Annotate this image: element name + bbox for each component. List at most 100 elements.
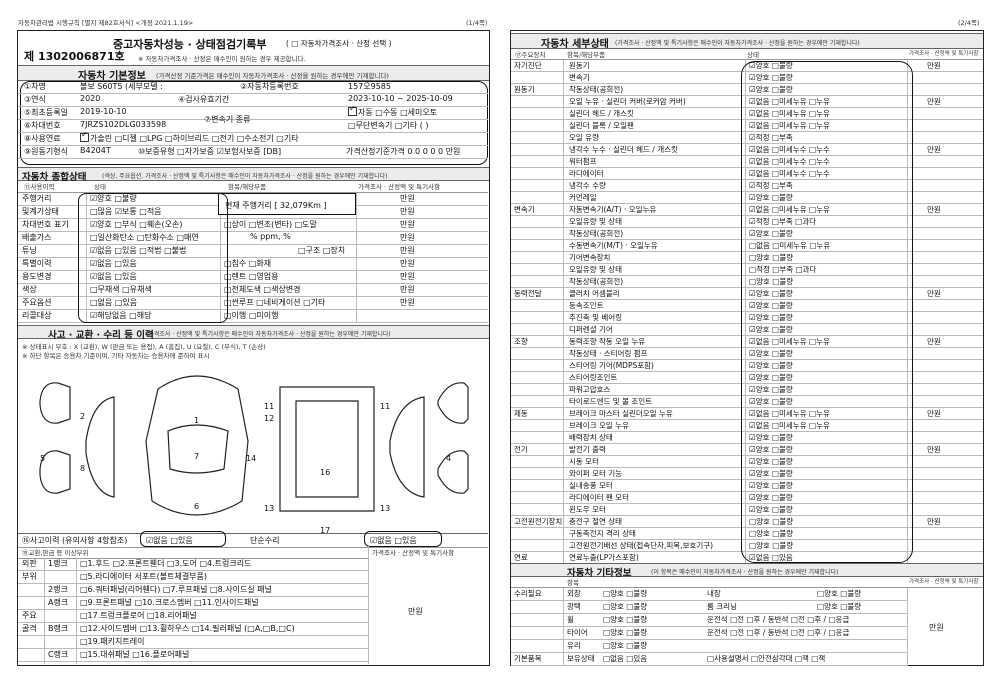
detail-item: 발전기 출력 bbox=[569, 445, 606, 454]
detail-status[interactable]: ☑양호 □불량 bbox=[749, 385, 793, 394]
detail-status[interactable]: ☑없음 □미세누유 □누유 bbox=[749, 409, 830, 418]
price-survey-option[interactable]: ( □ 자동차가격조사 · 산정 선택 ) bbox=[286, 39, 392, 48]
detail-status[interactable]: ☑없음 □있음 bbox=[749, 553, 793, 562]
detail-status[interactable]: ☑양호 □불량 bbox=[749, 493, 793, 502]
detail-status[interactable]: ☑양호 □불량 bbox=[749, 505, 793, 514]
other-cell-2[interactable]: □양호 □불량 bbox=[603, 615, 648, 624]
value-engine-type: B4204T bbox=[80, 146, 111, 155]
detail-status[interactable]: ☑없음 □미세누수 □누수 bbox=[749, 157, 830, 166]
detail-status[interactable]: ☑없음 □미세누수 □누수 bbox=[749, 145, 830, 154]
detail-item: 와이퍼 모터 기능 bbox=[569, 469, 623, 478]
accident-history-value[interactable]: ☑없음 □있음 bbox=[146, 536, 193, 545]
other-col-price: 가격조사 · 산정액 및 특기사항 bbox=[909, 579, 979, 585]
detail-status[interactable]: ☑없음 □미세누유 □누유 bbox=[749, 205, 830, 214]
detail-status[interactable]: ☑적정 □부족 bbox=[749, 133, 793, 142]
value-fuel: 가솔린 □디젤 □LPG □하이브리드 □전기 □수소전기 □기타 bbox=[80, 130, 299, 144]
detail-item: 오일 누유 · 실린더 커버(로커암 커버) bbox=[569, 97, 686, 106]
row-gauge-label: 및계기상태 bbox=[22, 207, 59, 216]
row-odometer-price: 만원 bbox=[400, 194, 415, 203]
detail-item: 자동변속기(A/T) · 오일누유 bbox=[569, 205, 657, 214]
detail-status[interactable]: ☑없음 □미세누유 □누유 bbox=[749, 337, 830, 346]
detail-status[interactable]: ☑양호 □불량 bbox=[749, 457, 793, 466]
rank-a-items-2: □17.트렁크플로어 □18.리어패널 bbox=[80, 611, 197, 620]
other-cell-2[interactable]: □없음 □있음 bbox=[603, 654, 648, 663]
detail-status[interactable]: ☑적정 □부족 bbox=[749, 181, 793, 190]
detail-status[interactable]: ☑양호 □불량 bbox=[749, 445, 793, 454]
other-cell-4[interactable]: □양호 □불량 bbox=[817, 589, 862, 598]
detail-status[interactable]: ☑없음 □미세누유 □누유 bbox=[749, 421, 830, 430]
detail-row: 타이로드엔드 및 볼 조인트☑양호 □불량 bbox=[511, 396, 983, 408]
checkbox-auto[interactable] bbox=[348, 104, 357, 116]
detail-item: 냉각수 수량 bbox=[569, 181, 606, 190]
detail-item: 작동상태(공회전) bbox=[569, 85, 624, 94]
detail-status[interactable]: ☑양호 □불량 bbox=[749, 61, 793, 70]
other-cell-2[interactable]: □양호 □불량 bbox=[603, 589, 648, 598]
other-cell-4[interactable]: □양호 □불량 bbox=[817, 602, 862, 611]
rank-b-items-2: □19.패키지트레이 bbox=[80, 637, 145, 646]
rank-c-items: □15.대쉬패널 □16.플로어패널 bbox=[80, 650, 190, 659]
detail-row: 오일 유량☑적정 □부족 bbox=[511, 132, 983, 144]
detail-price-won: 만원 bbox=[927, 289, 941, 298]
detail-status[interactable]: ☑양호 □불량 bbox=[749, 289, 793, 298]
label-fuel: ⑧사용연료 bbox=[24, 134, 61, 143]
detail-status[interactable]: ☑양호 □불량 bbox=[749, 433, 793, 442]
detail-status[interactable]: ☑적정 □부족 □과다 bbox=[749, 217, 817, 226]
detail-status[interactable]: ☑양호 □불량 bbox=[749, 373, 793, 382]
row-odometer-status: ☑양호 □불량 bbox=[90, 194, 137, 203]
detail-item: 시동 모터 bbox=[569, 457, 599, 466]
detail-price-won: 만원 bbox=[927, 145, 941, 154]
detail-status[interactable]: ☑양호 □불량 bbox=[749, 325, 793, 334]
simple-repair-value[interactable]: ☑없음 □있음 bbox=[370, 536, 417, 545]
detail-status[interactable]: □적정 □부족 □과다 bbox=[749, 265, 817, 274]
overall-note: (색상, 주요옵션, 가격조사 · 산정액 및 특기사항은 매수인이 자동차가격… bbox=[102, 173, 388, 180]
detail-status[interactable]: □양호 □불량 bbox=[749, 277, 794, 286]
col-usage-history: ⑪사용이력 bbox=[24, 183, 55, 191]
detail-device: 동력전달 bbox=[514, 289, 542, 298]
row-color-price: 만원 bbox=[400, 285, 415, 294]
other-cell-2[interactable]: □양호 □불량 bbox=[603, 628, 648, 637]
detail-status[interactable]: ☑양호 □불량 bbox=[749, 481, 793, 490]
rank-b: B랭크 bbox=[48, 624, 69, 633]
rank-1: 1랭크 bbox=[48, 559, 68, 568]
detail-status[interactable]: ☑양호 □불량 bbox=[749, 229, 793, 238]
other-cell-3: 내장 bbox=[707, 589, 721, 598]
detail-note: (가격조사 · 산정액 및 특기사항은 매수인이 자동차가격조사 · 산정을 원… bbox=[615, 40, 860, 47]
detail-item: 실린더 블록 / 오일팬 bbox=[569, 121, 634, 130]
detail-status[interactable]: ☑양호 □불량 bbox=[749, 85, 793, 94]
detail-status[interactable]: □양호 □불량 bbox=[749, 517, 794, 526]
detail-status[interactable]: ☑양호 □불량 bbox=[749, 313, 793, 322]
row-option-price: 만원 bbox=[400, 298, 415, 307]
detail-status[interactable]: ☑없음 □미세누유 □누유 bbox=[749, 121, 830, 130]
checkbox-gasoline[interactable] bbox=[80, 130, 89, 142]
row-tuning-label: 튜닝 bbox=[22, 246, 37, 255]
other-cell-1: 타이어 bbox=[567, 628, 588, 637]
detail-row: 라디에이터☑없음 □미세누수 □누수 bbox=[511, 168, 983, 180]
detail-status[interactable]: ☑없음 □미세누수 □누수 bbox=[749, 169, 830, 178]
row-emission-parts: % ppm, % bbox=[250, 232, 291, 241]
other-cell-2[interactable]: □양호 □불량 bbox=[603, 602, 648, 611]
other-cell-2[interactable]: □양호 □불량 bbox=[603, 641, 648, 650]
detail-status[interactable]: □양호 □불량 bbox=[749, 529, 794, 538]
detail-item: 윈도우 모터 bbox=[569, 505, 606, 514]
detail-status[interactable]: ☑양호 □불량 bbox=[749, 73, 793, 82]
detail-status[interactable]: ☑양호 □불량 bbox=[749, 397, 793, 406]
detail-status[interactable]: □없음 □미세누유 □누유 bbox=[749, 241, 831, 250]
value-model-year: 2020 bbox=[80, 94, 101, 103]
label-first-registration: ⑤최초등록일 bbox=[24, 108, 68, 117]
other-cell-1: 유리 bbox=[567, 641, 581, 650]
basic-info-heading: 자동차 기본정보 bbox=[78, 71, 146, 82]
detail-status[interactable]: ☑없음 □미세누유 □누유 bbox=[749, 97, 830, 106]
part-5-label: 5 bbox=[40, 454, 45, 463]
detail-status[interactable]: ☑양호 □불량 bbox=[749, 469, 793, 478]
detail-status[interactable]: ☑양호 □불량 bbox=[749, 361, 793, 370]
detail-status[interactable]: □양호 □불량 bbox=[749, 253, 794, 262]
detail-item: 스티어링조인트 bbox=[569, 373, 618, 382]
detail-status[interactable]: ☑양호 □불량 bbox=[749, 193, 793, 202]
detail-status[interactable]: □양호 □불량 bbox=[749, 541, 794, 550]
detail-status[interactable]: ☑양호 □불량 bbox=[749, 349, 793, 358]
detail-status[interactable]: ☑없음 □미세누유 □누유 bbox=[749, 109, 830, 118]
detail-status[interactable]: ☑양호 □불량 bbox=[749, 301, 793, 310]
car-frame-inner bbox=[295, 400, 359, 498]
